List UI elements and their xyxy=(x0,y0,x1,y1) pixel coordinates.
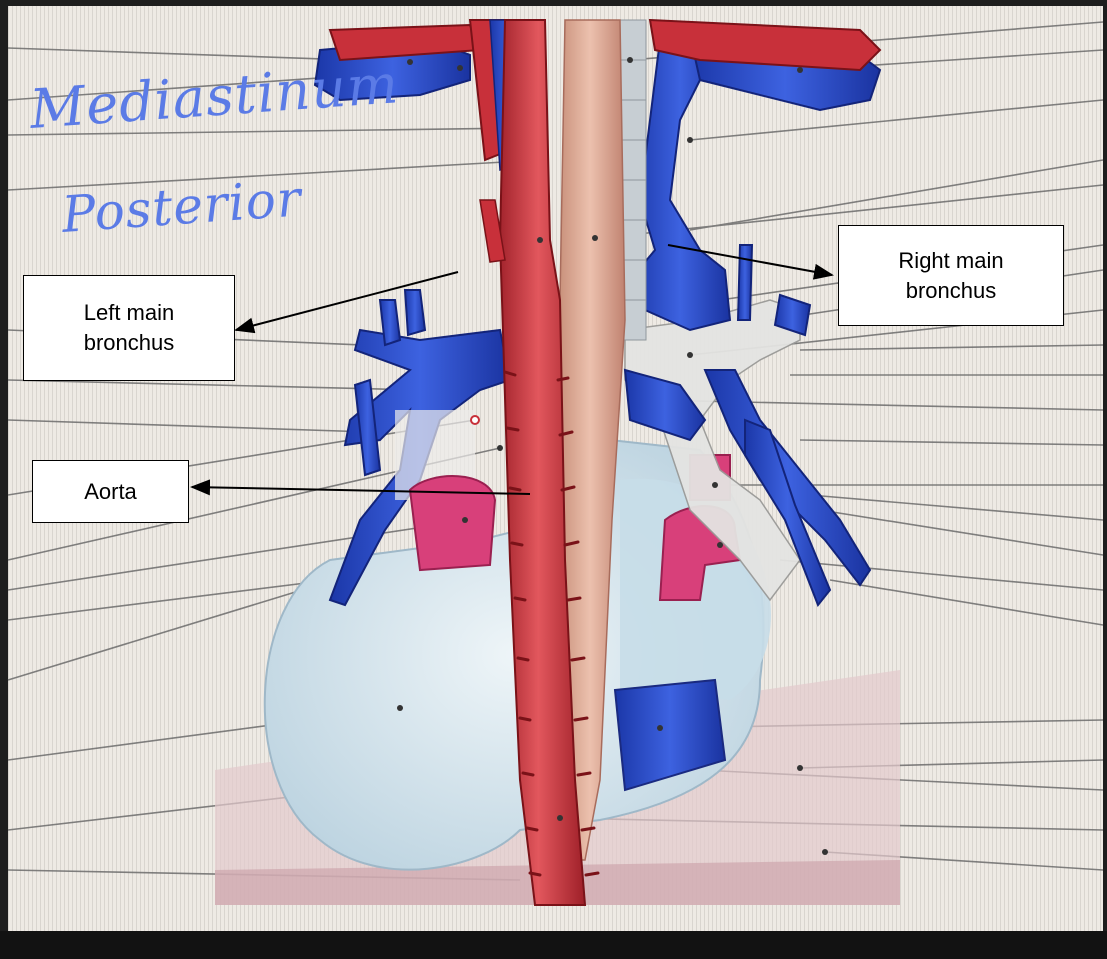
bottom-bezel xyxy=(0,931,1107,959)
left-pulmonary-vein xyxy=(410,476,495,570)
label-right-main-bronchus: Right main bronchus xyxy=(838,225,1064,326)
label-left-main-bronchus: Left main bronchus xyxy=(23,275,235,381)
label-aorta: Aorta xyxy=(32,460,189,523)
